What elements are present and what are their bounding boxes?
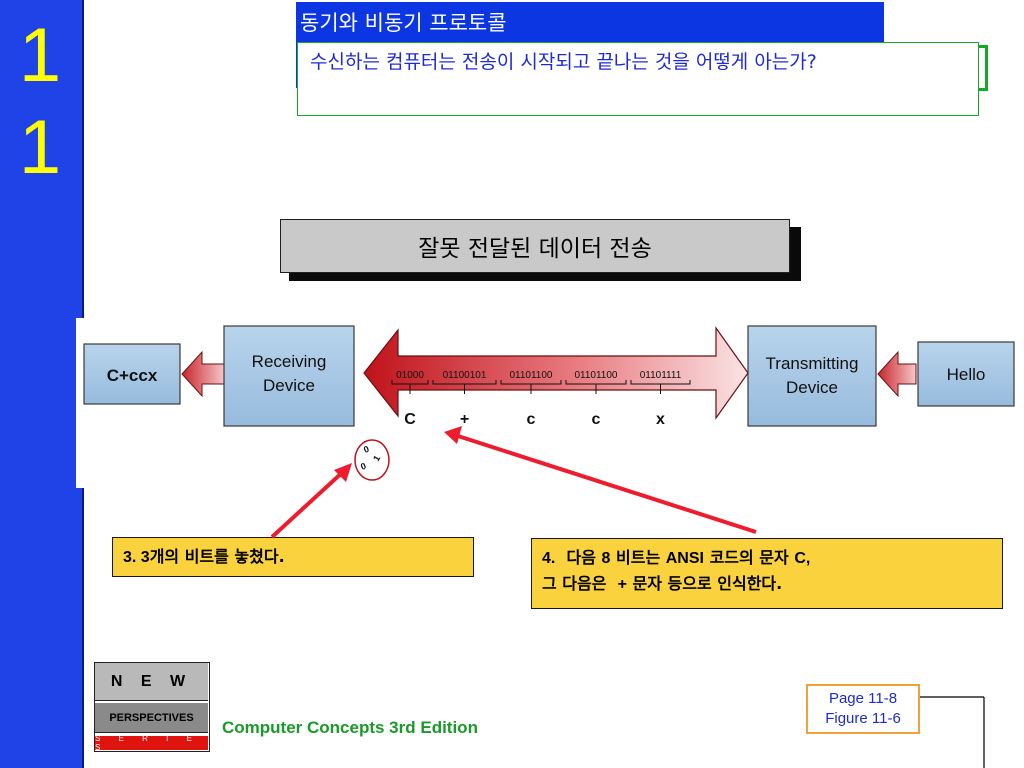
input-label: Hello xyxy=(947,365,986,384)
callout-text: 그 다음은 xyxy=(542,574,607,593)
bit-group: 01000 xyxy=(396,370,424,381)
bit-group: 01101111 xyxy=(640,370,682,381)
output-label: C+ccx xyxy=(107,366,158,385)
callout-bold: C, xyxy=(794,550,811,567)
bit-group-bracket xyxy=(500,380,562,394)
bit-group: 01100101 xyxy=(443,370,487,381)
figure-number: Figure 11-6 xyxy=(825,710,901,727)
chapter-number-digit: 1 xyxy=(18,105,62,190)
data-stream-arrow xyxy=(363,326,749,420)
book-title: Computer Concepts 3rd Edition xyxy=(222,718,478,737)
question-text: 수신하는 컴퓨터는 전송이 시작되고 끝나는 것을 어떻게 아는가? xyxy=(310,51,817,73)
chapter-number-digit: 1 xyxy=(18,13,62,98)
decoded-char: x xyxy=(656,411,665,428)
bit-groups: 01000 01100101 01101100 01101100 01101111 xyxy=(391,370,691,394)
page-reference: Page 11-8 Figure 11-6 xyxy=(806,684,920,734)
transmitting-device-label-line: Transmitting xyxy=(766,354,859,373)
corner-frame-line xyxy=(920,696,985,768)
bit-group-bracket xyxy=(391,380,429,394)
page-number: Page 11-8 xyxy=(828,690,898,707)
receiving-device-label-line: Receiving xyxy=(252,352,327,371)
callout-text: 개의 비트를 놓쳤다. xyxy=(149,547,285,566)
callout-bold: + xyxy=(617,576,627,593)
bit-group: 01101100 xyxy=(574,370,617,381)
input-box: Hello xyxy=(917,341,1015,407)
bit-group-bracket xyxy=(630,380,691,394)
callout-line: 그 다음은 + 문자 등으로 인식한다. xyxy=(542,571,992,597)
callout-misinterpretation: 4. 다음 8 비트는 ANSI 코드의 문자 C, 그 다음은 + 문자 등으… xyxy=(531,538,1003,609)
transmission-diagram: C + c c x Receiving Device 01000 01100101 0110… xyxy=(76,318,1024,488)
bit-group-bracket xyxy=(565,380,627,394)
section-heading: 잘못 전달된 데이터 전송 xyxy=(280,219,790,273)
logo-series-band: S E R I E S xyxy=(95,734,208,752)
decoded-char: + xyxy=(460,411,469,428)
new-perspectives-logo: N E W PERSPECTIVES S E R I E S xyxy=(94,662,210,752)
transmitting-device-label-line: Device xyxy=(786,378,838,397)
bit-group: 01101100 xyxy=(509,370,552,381)
receiving-device-box: Receiving Device xyxy=(223,325,355,427)
decoded-char: c xyxy=(592,411,601,428)
bit-group-bracket xyxy=(432,380,497,394)
output-box: C+ccx xyxy=(83,343,181,405)
callout-lost-bits: 3. 3개의 비트를 놓쳤다. xyxy=(112,537,474,577)
callout-text: 다음 xyxy=(566,548,596,567)
chapter-sidebar: 1 1 xyxy=(0,0,84,768)
callout-number: 3. 3 xyxy=(123,549,150,566)
input-arrow xyxy=(877,350,917,398)
callout-text: 문자 등으로 인식한다. xyxy=(632,574,783,593)
decoded-char: c xyxy=(527,411,536,428)
callout-text: 비트는 xyxy=(616,548,661,567)
output-arrow xyxy=(181,350,225,398)
question-box: 수신하는 컴퓨터는 전송이 시작되고 끝나는 것을 어떻게 아는가? xyxy=(297,42,979,116)
callout-bold: ANSI xyxy=(665,550,704,567)
decoded-char: C xyxy=(404,411,416,428)
section-heading-text: 잘못 전달된 데이터 전송 xyxy=(418,236,652,262)
transmitting-device-box: Transmitting Device xyxy=(747,325,877,427)
callout-line: 4. 다음 8 비트는 ANSI 코드의 문자 C, xyxy=(542,545,992,571)
decoded-characters: C + c c x xyxy=(404,411,665,428)
slide-title: 동기와 비동기 프로토콜 xyxy=(300,11,507,35)
callout-bold: 8 xyxy=(601,550,611,567)
callout-text: 코드의 문자 xyxy=(709,548,789,567)
logo-perspectives-band: PERSPECTIVES xyxy=(95,703,208,733)
receiving-device-label-line: Device xyxy=(263,376,315,395)
callout-number: 4. xyxy=(542,550,556,567)
diagram-background xyxy=(76,318,1024,488)
logo-new-band: N E W xyxy=(95,663,208,701)
